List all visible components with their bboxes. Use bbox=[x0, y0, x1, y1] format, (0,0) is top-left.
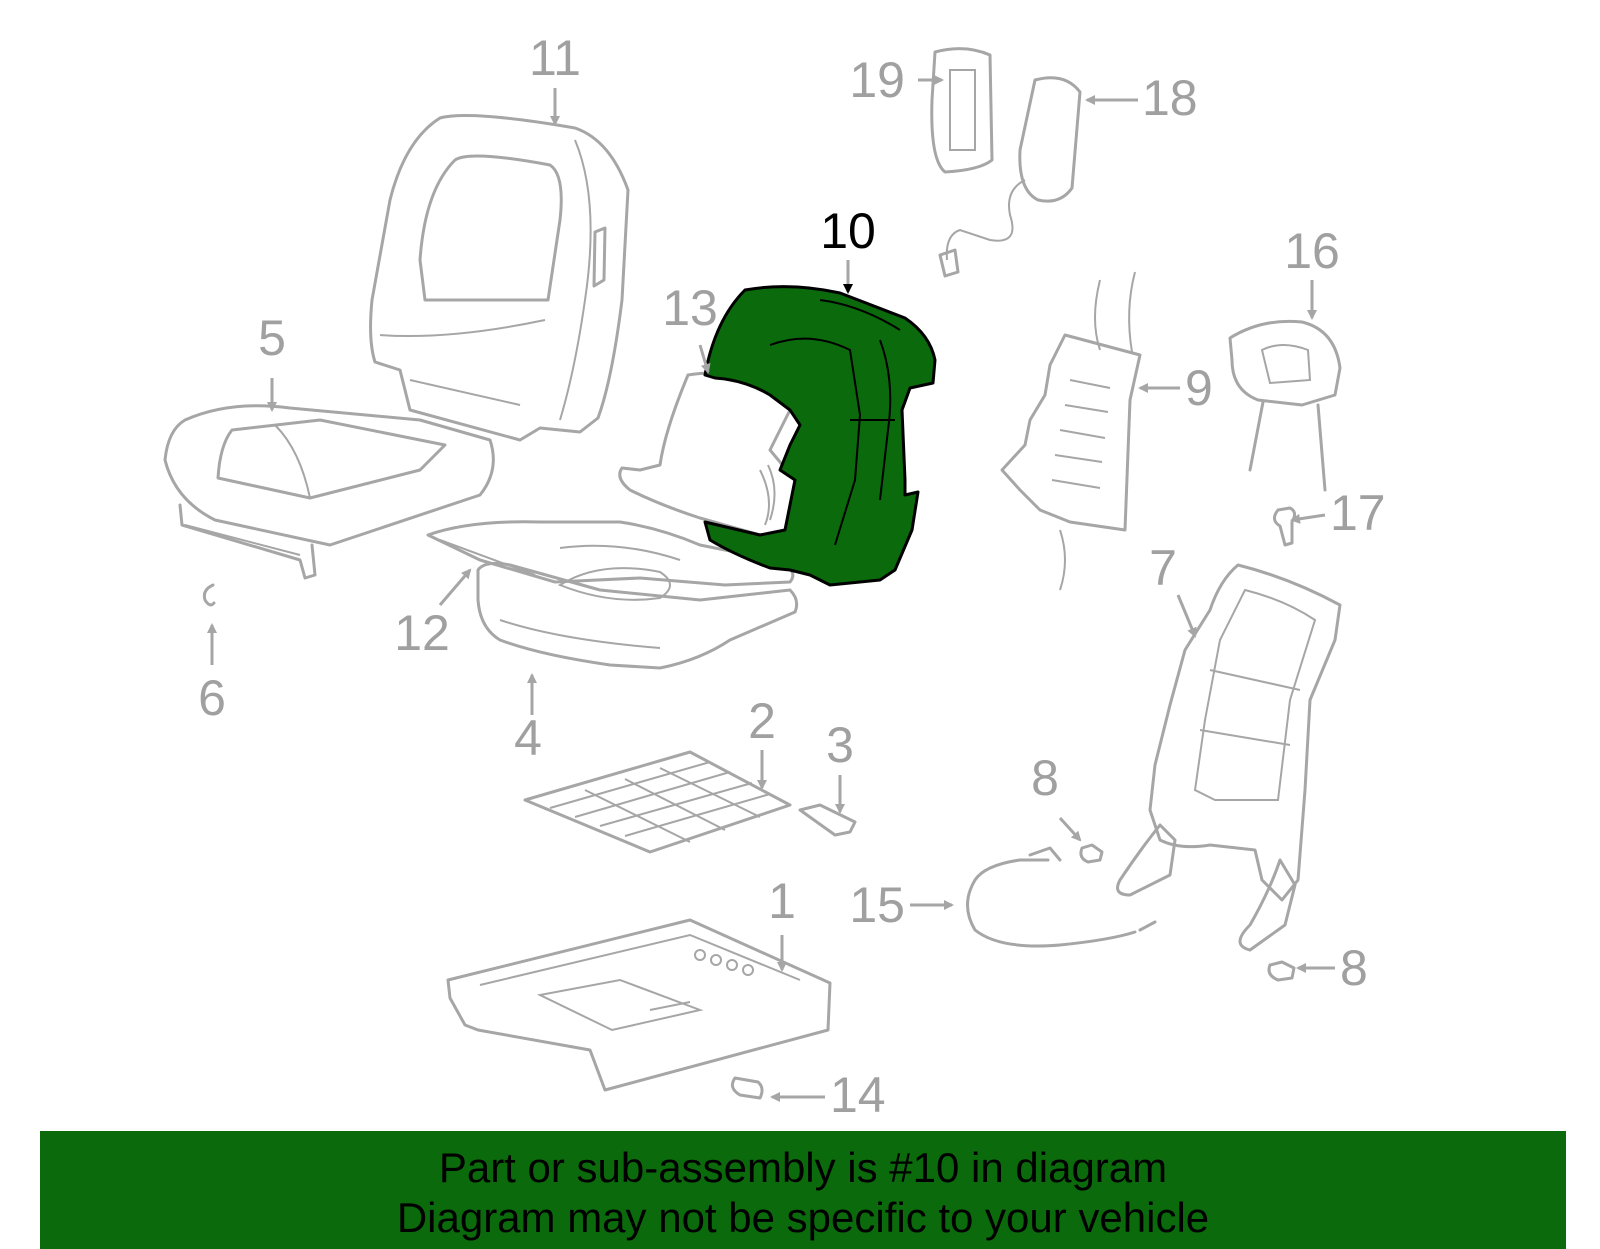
part-3-bracket[interactable] bbox=[798, 803, 857, 837]
part-14-bolt[interactable] bbox=[730, 1076, 764, 1100]
callout-15: 15 bbox=[849, 877, 905, 933]
callout-9: 9 bbox=[1185, 360, 1213, 416]
part-2-spring-mat[interactable] bbox=[523, 750, 792, 854]
part-17-screw[interactable] bbox=[1273, 506, 1297, 547]
part-8-bolt-lower[interactable] bbox=[1267, 960, 1296, 982]
banner-line-1: Part or sub-assembly is #10 in diagram bbox=[438, 1144, 1168, 1191]
callout-6: 6 bbox=[198, 670, 226, 726]
callout-2: 2 bbox=[748, 693, 776, 749]
part-19-airbag-cover[interactable] bbox=[930, 47, 994, 174]
part-18-airbag-module[interactable] bbox=[938, 76, 1082, 278]
part-8-bolt-upper[interactable] bbox=[1079, 843, 1104, 864]
part-5-cushion-cover[interactable] bbox=[163, 404, 495, 580]
callout-4: 4 bbox=[514, 710, 542, 766]
callout-16: 16 bbox=[1284, 223, 1340, 279]
part-11-seatback-cover[interactable] bbox=[369, 114, 630, 442]
callout-13: 13 bbox=[662, 280, 718, 336]
callout-1: 1 bbox=[768, 873, 796, 929]
callout-5: 5 bbox=[258, 310, 286, 366]
part-15-cable[interactable] bbox=[966, 846, 1157, 948]
part-16-headrest[interactable] bbox=[1228, 319, 1342, 492]
part-13-seatback-panel[interactable] bbox=[618, 371, 797, 537]
part-9-heater-element[interactable] bbox=[1000, 271, 1142, 591]
callout-11: 11 bbox=[529, 30, 581, 86]
callout-labels: 11 19 18 10 13 5 9 16 17 7 12 6 4 2 3 8 … bbox=[198, 30, 1386, 1123]
part-1-seat-frame[interactable] bbox=[446, 918, 832, 1092]
callout-arrows bbox=[207, 75, 1335, 1102]
part-4-cushion-pad[interactable] bbox=[476, 561, 799, 670]
info-banner: Part or sub-assembly is #10 in diagram D… bbox=[40, 1131, 1566, 1249]
callout-3: 3 bbox=[826, 717, 854, 773]
callout-10: 10 bbox=[820, 203, 876, 259]
part-10-seatback-pad[interactable] bbox=[703, 285, 937, 587]
callout-8-lower: 8 bbox=[1340, 940, 1368, 996]
part-7-seatback-frame[interactable] bbox=[1116, 563, 1342, 952]
callout-19: 19 bbox=[849, 52, 905, 108]
callout-14: 14 bbox=[830, 1067, 886, 1123]
callout-7: 7 bbox=[1149, 540, 1177, 596]
part-6-clip[interactable] bbox=[202, 583, 216, 607]
callout-18: 18 bbox=[1142, 70, 1198, 126]
callout-8-upper: 8 bbox=[1031, 750, 1059, 806]
banner-line-2: Diagram may not be specific to your vehi… bbox=[396, 1194, 1210, 1241]
callout-17: 17 bbox=[1330, 485, 1386, 541]
callout-12: 12 bbox=[394, 605, 450, 661]
part-12-heater-pad[interactable] bbox=[426, 520, 795, 587]
